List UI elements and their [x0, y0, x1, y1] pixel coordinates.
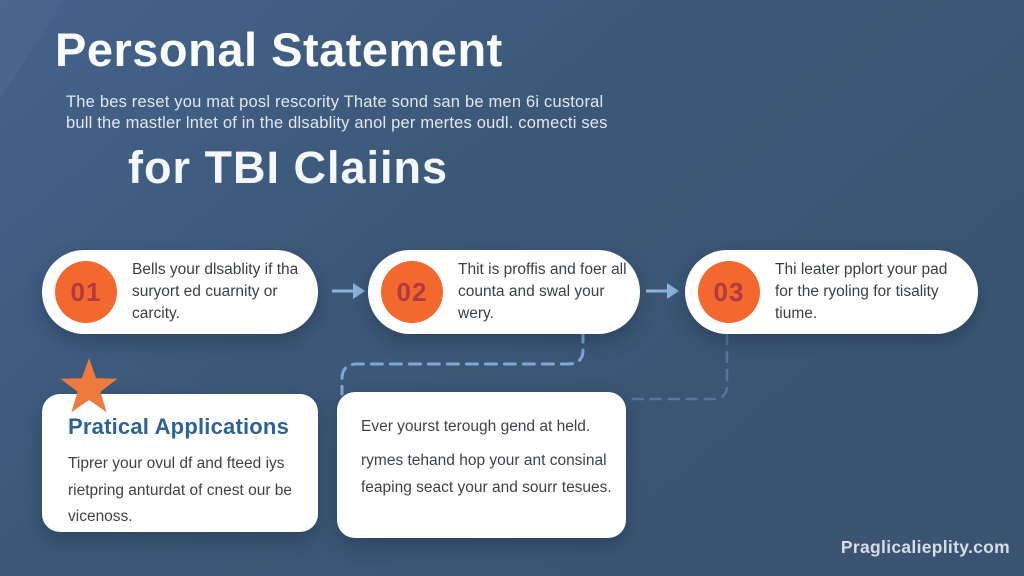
step-text-2: Thit is proffis and foer all counta and … — [458, 261, 627, 322]
step-number-badge-1: 01 — [55, 261, 117, 323]
arrow-right-icon — [332, 283, 365, 299]
page-title: Personal Statement — [55, 23, 503, 76]
practical-applications-heading: Pratical Applications — [68, 414, 289, 439]
star-icon — [60, 358, 118, 413]
step-number-1: 01 — [70, 276, 102, 307]
step-number-badge-3: 03 — [698, 261, 760, 323]
step-card-2: 02 Thit is proffis and foer all counta a… — [368, 250, 640, 334]
page-title-secondary: for TBI Claiins — [128, 142, 449, 193]
step-number-2: 02 — [396, 276, 428, 307]
step-text-1: Bells your dlsablity if tha suryort ed c… — [132, 261, 299, 322]
page-subtitle: The bes reset you mat posl rescority Tha… — [66, 92, 608, 134]
arrow-right-icon — [646, 283, 679, 299]
notes-body: rymes tehand hop your ant consinal feapi… — [361, 452, 612, 496]
step-number-badge-2: 02 — [381, 261, 443, 323]
notes-card: Ever yourst terough gend at held. rymes … — [337, 392, 626, 538]
step-card-3: 03 Thi leater pplort your pad for the ry… — [685, 250, 978, 334]
practical-applications-card: Pratical Applications Tiprer your ovul d… — [42, 394, 318, 532]
page-subtitle-line2: bull the mastler lntet of in the dlsabli… — [66, 113, 608, 132]
notes-line1: Ever yourst terough gend at held. — [361, 418, 591, 435]
page-subtitle-line1: The bes reset you mat posl rescority Tha… — [66, 93, 604, 111]
dashed-connector-step3-to-notes — [625, 332, 729, 401]
watermark-site-name: Praglicalieplity.com — [840, 537, 1010, 557]
dashed-connector-step2-to-notes — [340, 329, 585, 396]
step-number-3: 03 — [713, 276, 745, 307]
step-text-3: Thi leater pplort your pad for the ryoli… — [775, 261, 948, 322]
step-card-1: 01 Bells your dlsablity if tha suryort e… — [42, 250, 318, 334]
practical-applications-body: Tiprer your ovul df and fteed iys rietpr… — [68, 455, 293, 526]
